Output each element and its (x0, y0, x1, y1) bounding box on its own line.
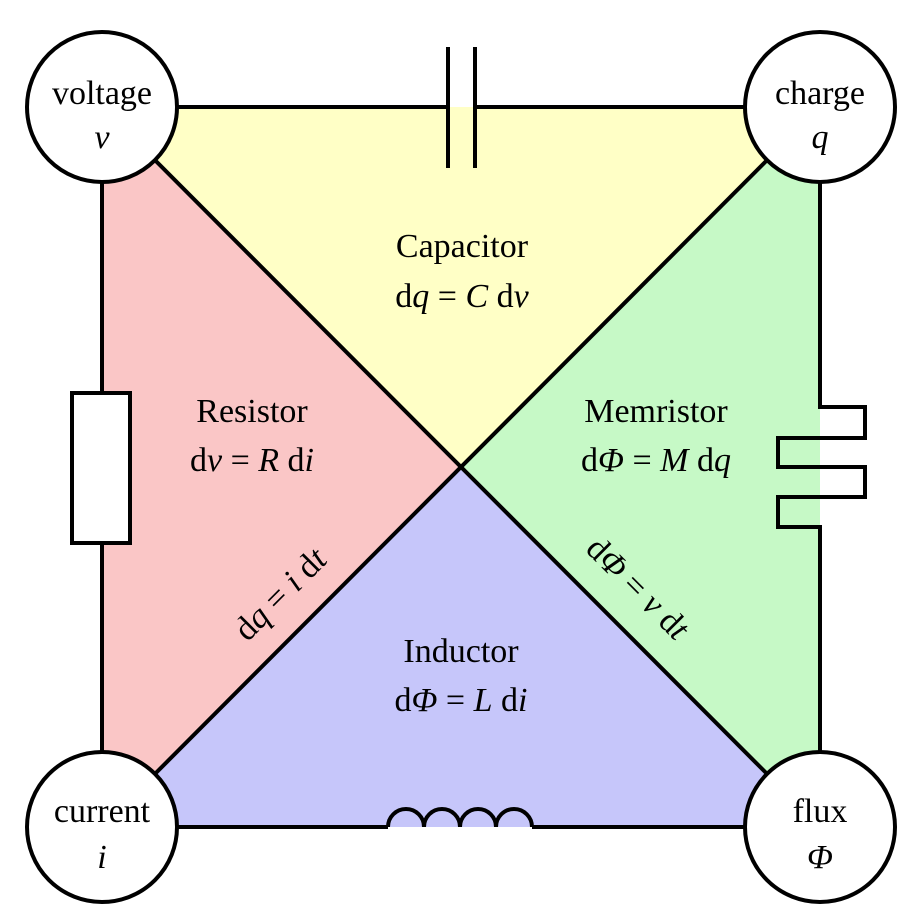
current-node: current i (25, 750, 179, 904)
flux-node: flux Φ (743, 750, 897, 904)
voltage-symbol: v (94, 119, 110, 156)
charge-label: charge (775, 75, 865, 112)
resistor-equation: dv = R di (190, 442, 314, 479)
capacitor-region (102, 107, 820, 465)
capacitor-name: Capacitor (396, 228, 529, 265)
current-symbol: i (97, 839, 106, 876)
resistor-region (102, 107, 461, 827)
flux-symbol: Φ (807, 839, 833, 876)
memristor-equation: dΦ = M dq (581, 442, 731, 479)
charge-node: charge q (743, 30, 897, 184)
inductor-name: Inductor (403, 633, 519, 670)
voltage-node: voltage v (25, 30, 179, 184)
resistor-name: Resistor (196, 393, 308, 430)
capacitor-equation: dq = C dv (395, 278, 529, 315)
flux-label: flux (793, 793, 848, 830)
current-label: current (54, 793, 151, 830)
diagonal-charge-current (100, 105, 822, 829)
memristor-name: Memristor (584, 393, 728, 430)
voltage-label: voltage (52, 75, 152, 112)
memristor-region (461, 107, 820, 827)
inductor-region (102, 465, 820, 827)
charge-symbol: q (812, 119, 829, 156)
inductor-equation: dΦ = L di (395, 682, 528, 719)
memristor-symbol (776, 107, 867, 827)
